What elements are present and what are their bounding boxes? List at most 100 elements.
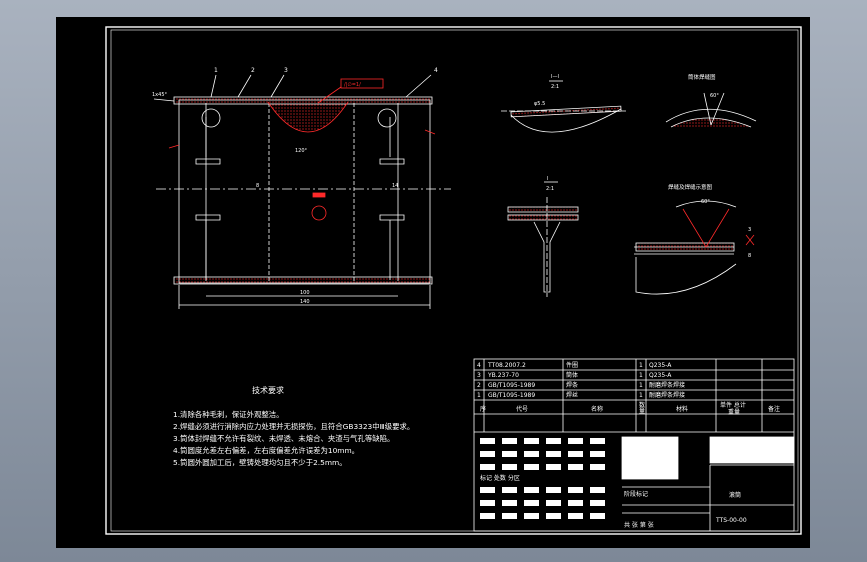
title-block-cell [502, 464, 517, 470]
outer-frame [105, 26, 802, 535]
detail-bottom-right[interactable] [634, 200, 755, 295]
parts-cell-2-0: 2 [477, 382, 481, 389]
title-block-cell [502, 438, 517, 444]
title-block-cell [546, 500, 561, 506]
title-block-cell [524, 464, 539, 470]
parts-cell-3-4: 耐磨焊条焊接 [649, 391, 685, 399]
title-block-cell [568, 451, 583, 457]
title-block-cells [480, 438, 605, 519]
left-hole [201, 108, 221, 128]
detail-br-title: 焊缝及焊缝示意图 [668, 183, 713, 191]
parts-cell-0-0: 4 [477, 362, 481, 369]
title-block-cell [568, 438, 583, 444]
parts-header-remark: 备注 [768, 405, 780, 413]
title-mark: 标记 处数 分区 [480, 474, 520, 482]
parts-cell-1-1: YB.237-70 [487, 372, 519, 379]
parts-header-material: 材料 [676, 405, 688, 413]
parts-cell-0-1: TT08.2007.2 [487, 362, 526, 369]
title-block-cell [524, 513, 539, 519]
title-block-cell [568, 500, 583, 506]
title-block-cell [590, 438, 605, 444]
detail-br-dim-8: 8 [748, 253, 751, 259]
parts-cell-3-1: GB/T1095-1989 [488, 392, 535, 399]
requirement-4: 4.筒圆度允差左右偏差，左右度偏差允许误差为10mm。 [173, 446, 360, 455]
parts-cell-3-0: 1 [477, 392, 481, 399]
title-block-cell [480, 451, 495, 457]
detail-top-dim: φ5.5 [534, 101, 545, 107]
title-block-cell [480, 513, 495, 519]
parts-cell-2-4: 耐磨焊条焊接 [649, 381, 685, 389]
title-block-cell [502, 500, 517, 506]
title-block-cell [590, 464, 605, 470]
requirement-3: 3.筒体封焊缝不允许有裂纹、未焊透、未熔合、夹渣与气孔等缺陷。 [173, 434, 395, 443]
parts-cell-1-0: 3 [477, 372, 481, 379]
detail-top-right[interactable] [665, 92, 757, 128]
dim-side-b: 14 [392, 183, 398, 189]
parts-cell-0-2: 件圈 [566, 361, 578, 369]
left-ibeam [195, 117, 221, 280]
parts-header-qty: 数 [639, 401, 645, 409]
title-block-cell [590, 500, 605, 506]
detail-br-angle: 60° [701, 199, 710, 205]
center-circle [311, 205, 327, 221]
title-block-cell [568, 513, 583, 519]
title-block-cell [480, 464, 495, 470]
parts-cell-2-1: GB/T1095-1989 [488, 382, 535, 389]
title-block-cell [502, 513, 517, 519]
parts-table[interactable]: 4 TT08.2007.2 件圈 1 Q235-A 3 YB.237-70 筒体 1 Q235-A… [477, 361, 685, 399]
weld-detail-bowl [267, 101, 349, 133]
title-block-cell [480, 500, 495, 506]
title-block-cell [568, 464, 583, 470]
title-block-cell [524, 438, 539, 444]
main-drum-view[interactable] [153, 74, 451, 309]
right-hole [377, 108, 397, 128]
parts-cell-3-3: 1 [639, 392, 643, 399]
title-block-cell [590, 451, 605, 457]
parts-cell-3-2: 焊丝 [566, 391, 578, 399]
dim-side-a: 8 [256, 183, 259, 189]
title-block-cell [546, 438, 561, 444]
detail-mid-label: I [547, 176, 548, 182]
detail-tr-angle: 60° [710, 93, 719, 99]
part-number-3: 3 [284, 67, 288, 74]
title-block-cell [546, 464, 561, 470]
requirement-1: 1.清除各种毛刺，保证外观整洁。 [173, 410, 284, 419]
title-block-cell [524, 451, 539, 457]
parts-cell-2-3: 1 [639, 382, 643, 389]
title-block-cell [480, 487, 495, 493]
title-code: TTS-00-00 [715, 517, 747, 524]
parts-cell-0-4: Q235-A [649, 362, 672, 369]
parts-header-qty-sub: 量 [639, 408, 645, 415]
requirements-title: 技术要求 [252, 386, 284, 395]
drawing-viewport[interactable]: 1 2 3 4 1x45° 120° /|∅=1/ 100 140 8 14 I… [56, 17, 810, 548]
part-number-1: 1 [214, 67, 218, 74]
title-sheet: 共 张 第 张 [624, 521, 654, 529]
detail-middle[interactable] [507, 181, 579, 297]
inner-frame [110, 29, 799, 532]
title-block-cell [568, 487, 583, 493]
part-number-2: 2 [251, 67, 255, 74]
angle-label: 120° [295, 148, 308, 154]
right-ibeam [379, 117, 405, 280]
weld-symbol-text: /|∅=1/ [344, 82, 361, 88]
dim-140: 140 [300, 299, 310, 305]
title-block[interactable] [473, 358, 795, 532]
detail-top[interactable] [501, 80, 626, 133]
title-block-cell [546, 451, 561, 457]
detail-top-scale: 2:1 [551, 84, 559, 90]
parts-header-name: 名称 [591, 405, 603, 413]
title-block-cell [524, 487, 539, 493]
weld-symbol-box [340, 78, 384, 89]
chamfer-label: 1x45° [152, 92, 168, 98]
parts-cell-2-2: 焊条 [566, 381, 578, 389]
parts-cell-1-4: Q235-A [649, 372, 672, 379]
parts-header-no: 序 [480, 405, 486, 413]
parts-cell-1-2: 筒体 [566, 371, 578, 379]
title-stage: 阶段标记 [624, 490, 648, 498]
drawing-canvas[interactable]: 1 2 3 4 1x45° 120° /|∅=1/ 100 140 8 14 I… [56, 17, 810, 548]
title-block-cell [480, 438, 495, 444]
title-block-cell [502, 451, 517, 457]
parts-cell-1-3: 1 [639, 372, 643, 379]
center-marker [312, 192, 326, 198]
title-block-cell [546, 513, 561, 519]
